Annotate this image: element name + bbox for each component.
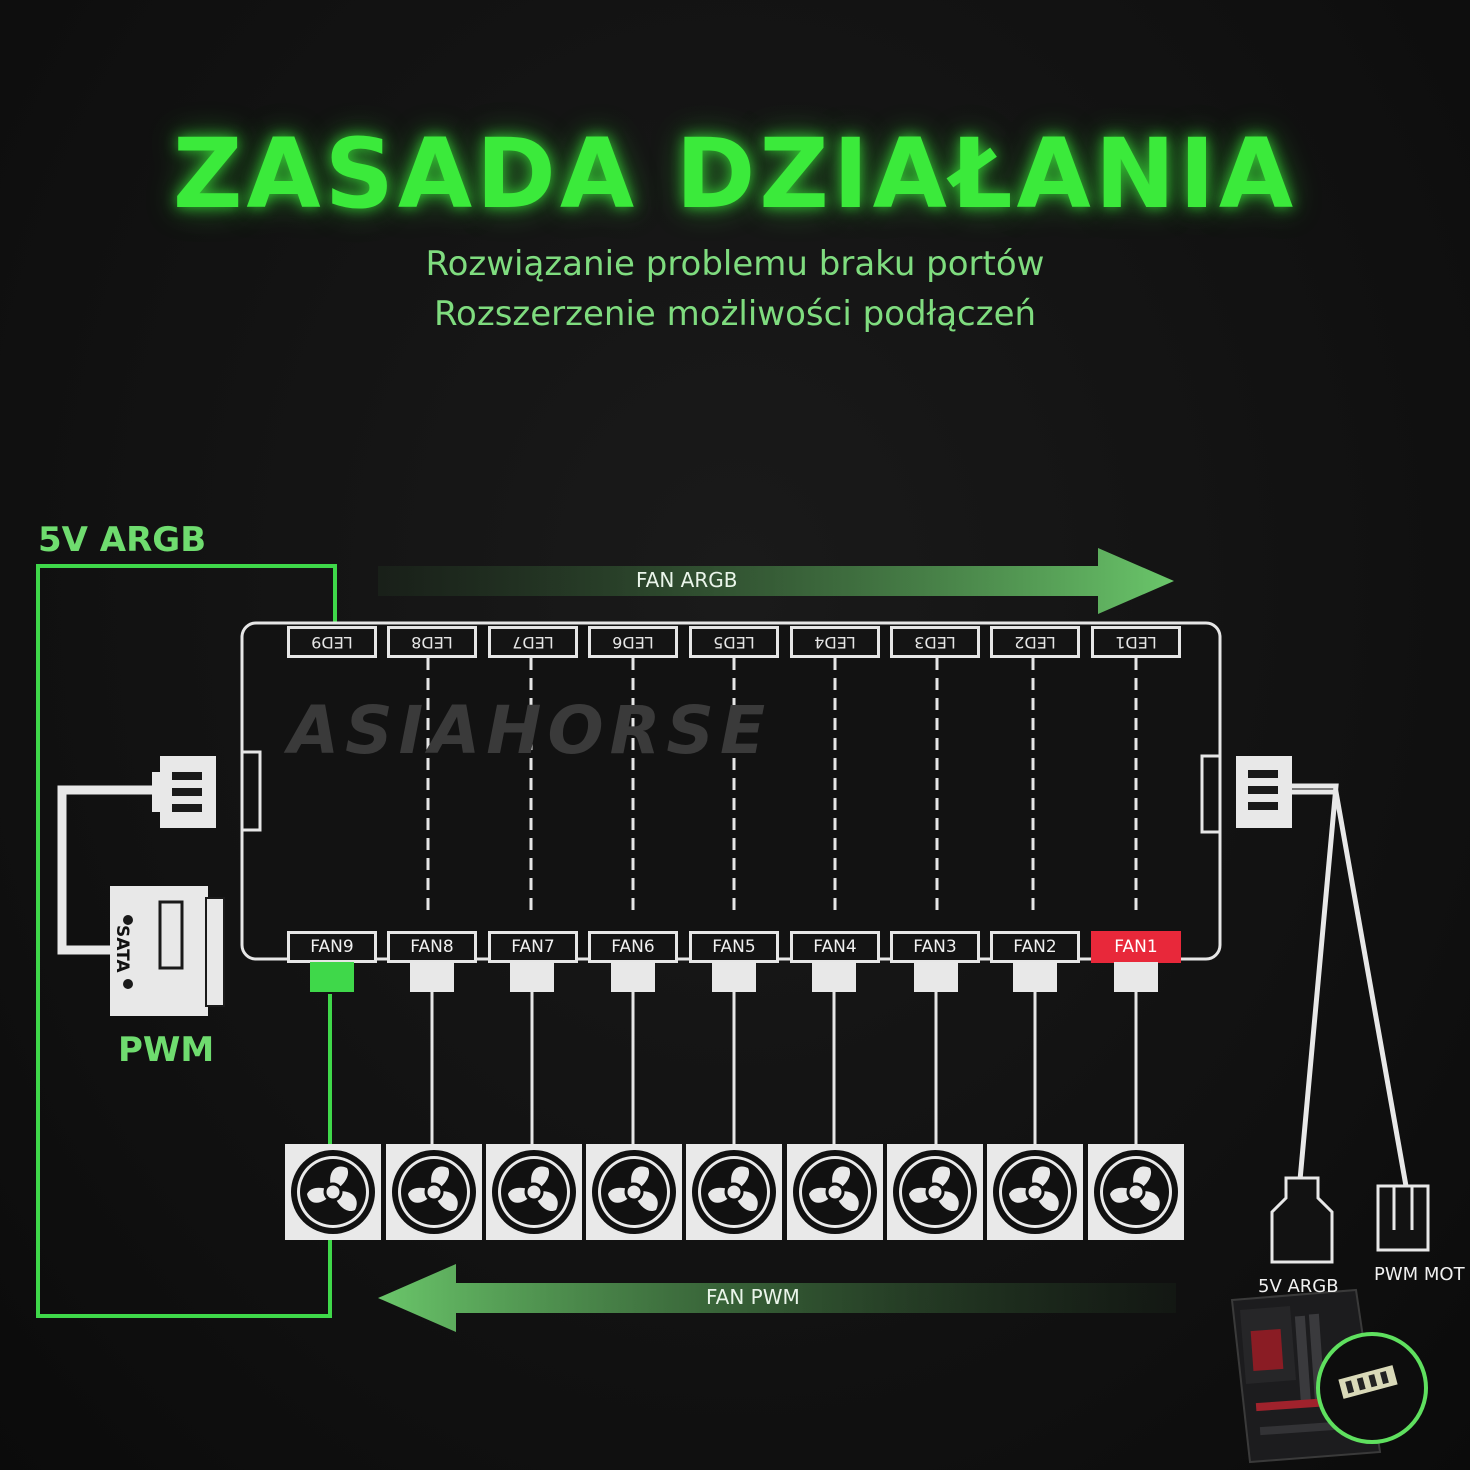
fan-port-4: FAN4 — [790, 931, 880, 963]
motherboard-graphic — [1230, 1288, 1428, 1464]
fan-icon — [987, 1144, 1083, 1240]
brand-watermark: ASIAHORSE — [288, 692, 772, 769]
fan-icon — [486, 1144, 582, 1240]
motherboard-pwm-label: PWM MOT — [1374, 1264, 1465, 1285]
led-port-8: LED8 — [387, 626, 477, 658]
led-port-3: LED3 — [890, 626, 980, 658]
fan-icon — [386, 1144, 482, 1240]
fan-icon — [285, 1144, 381, 1240]
led-port-9: LED9 — [287, 626, 377, 658]
fan-port-5: FAN5 — [689, 931, 779, 963]
led-port-5: LED5 — [689, 626, 779, 658]
fan-argb-arrow-label: FAN ARGB — [636, 568, 738, 592]
fan-pwm-arrow-label: FAN PWM — [706, 1285, 800, 1309]
right-cable — [1292, 783, 1409, 1187]
fan-leads — [430, 992, 1138, 1144]
argb-plug — [1270, 1176, 1334, 1264]
pwm-mot-plug — [1376, 1184, 1430, 1252]
fan-port-8: FAN8 — [387, 931, 477, 963]
fan-port-1: FAN1 — [1091, 931, 1181, 963]
led-port-6: LED6 — [588, 626, 678, 658]
argb-loop-line — [36, 564, 337, 1318]
fan-plug-5 — [712, 962, 756, 992]
fan-port-3: FAN3 — [890, 931, 980, 963]
input-argb-label: 5V ARGB — [38, 520, 207, 560]
fan-icon — [586, 1144, 682, 1240]
input-pwm-label: PWM — [118, 1030, 215, 1070]
fan-plug-1 — [1114, 962, 1158, 992]
led-port-7: LED7 — [488, 626, 578, 658]
fan-plug-4 — [812, 962, 856, 992]
fan-plug-9 — [310, 962, 354, 992]
fan-plug-2 — [1013, 962, 1057, 992]
fan-plug-6 — [611, 962, 655, 992]
fan-plug-8 — [410, 962, 454, 992]
fan-port-2: FAN2 — [990, 931, 1080, 963]
page-title: ZASADA DZIAŁANIA — [172, 118, 1298, 230]
fan-icon — [1088, 1144, 1184, 1240]
fan-port-7: FAN7 — [488, 931, 578, 963]
sata-cable — [57, 785, 162, 955]
fan-icon — [787, 1144, 883, 1240]
motherboard-argb-label: 5V ARGB — [1258, 1276, 1339, 1297]
internal-traces — [426, 658, 1138, 918]
sata-label: SATA — [112, 925, 132, 973]
fan-port-6: FAN6 — [588, 931, 678, 963]
led-port-2: LED2 — [990, 626, 1080, 658]
subtitle-line-2: Rozszerzenie możliwości podłączeń — [433, 294, 1037, 334]
fan-icon — [887, 1144, 983, 1240]
fan-icon — [686, 1144, 782, 1240]
fan-plug-7 — [510, 962, 554, 992]
led-port-1: LED1 — [1091, 626, 1181, 658]
fan-pwm-arrow — [378, 1264, 1176, 1332]
subtitle-line-1: Rozwiązanie problemu braku portów — [425, 244, 1045, 284]
fan-port-9: FAN9 — [287, 931, 377, 963]
fan-plug-3 — [914, 962, 958, 992]
hub-outline — [240, 621, 1222, 961]
led-port-4: LED4 — [790, 626, 880, 658]
fan-argb-arrow — [378, 548, 1174, 614]
